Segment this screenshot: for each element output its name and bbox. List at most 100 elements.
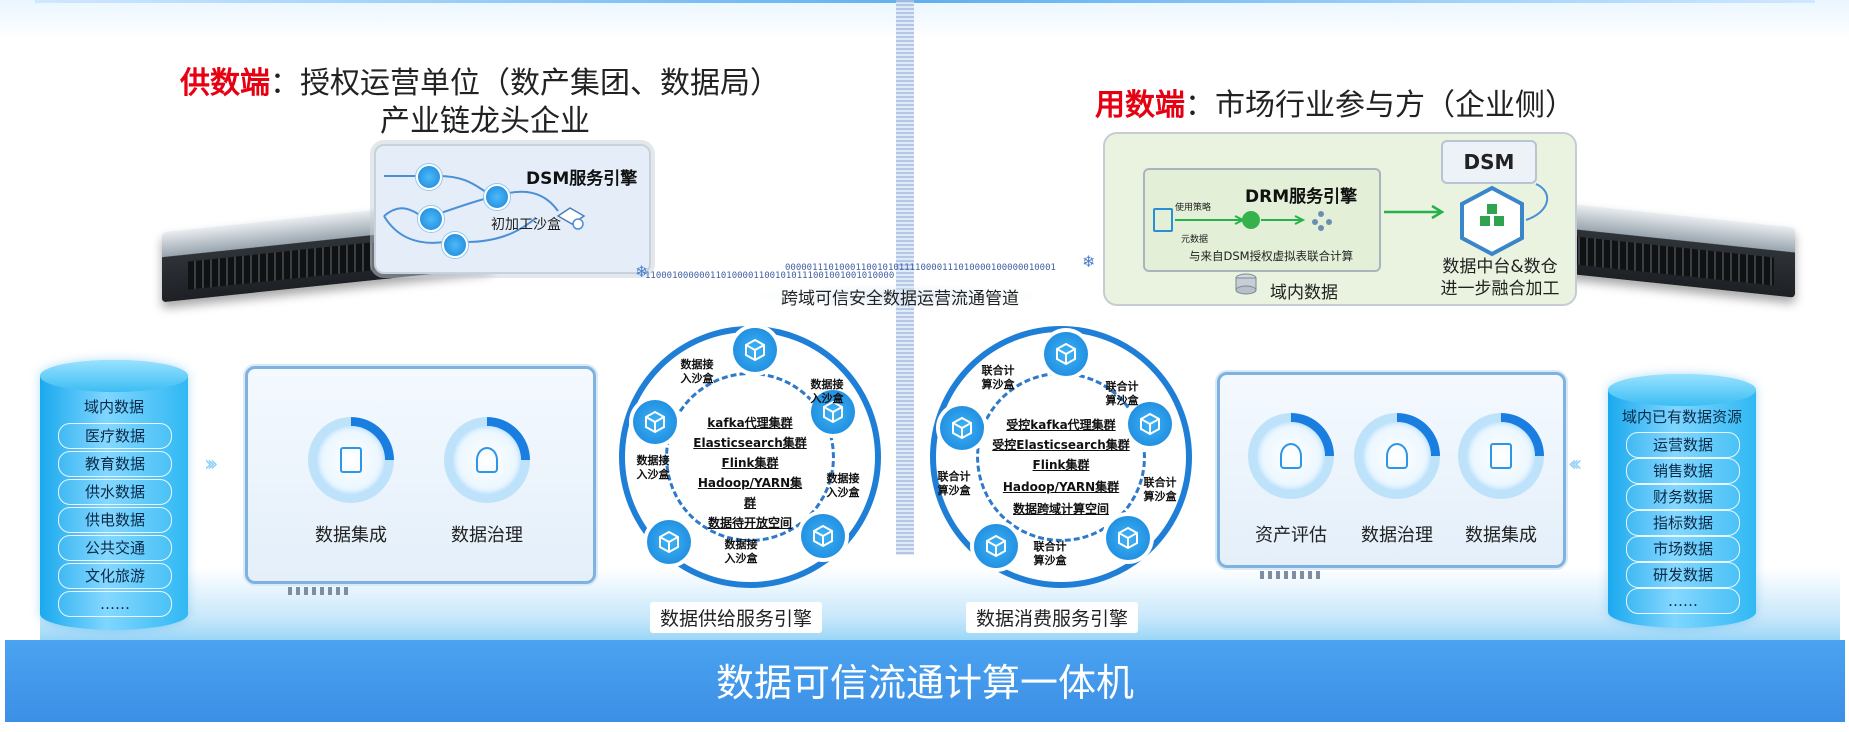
cluster-label: 数据跨域计算空间 [1012,502,1109,516]
sandbox-label: 数据接入沙盒 [680,358,714,385]
green-arrow [1384,204,1445,220]
chevron-right-icon: ››› [204,452,219,477]
dsm-panel-title: DSM服务引擎 [526,169,638,189]
dsm-badge: DSM [1441,140,1537,184]
sandbox-label: 数据接入沙盒 [724,538,758,565]
cluster-label: 受控Elasticsearch集群 [992,438,1130,452]
left-card-label: 数据治理 [451,525,523,546]
binary-stream-left: 1100010000001101000011001010111001001001… [645,271,895,281]
cube-icon [1128,402,1172,446]
top-glow [0,0,1849,40]
right-database-cylinder: 域内已有数据资源 运营数据 销售数据 财务数据 指标数据 市场数据 研发数据 …… [1608,374,1756,628]
right-db-title: 域内已有数据资源 [1621,408,1742,426]
top-border-line [35,0,1815,3]
policy-label: 使用策略 [1175,203,1212,213]
cube-icon [801,514,845,558]
lock-icon [1280,443,1302,469]
right-db-item: 销售数据 [1626,458,1740,484]
demand-label: 用数端 [1095,88,1185,123]
cluster-label: 群 [743,496,756,510]
data-governance-ring [1354,413,1440,499]
sandbox-label: 联合计算沙盒 [937,470,971,497]
sandbox-label: 联合计算沙盒 [1105,380,1139,407]
database-icon [1235,273,1257,295]
cube-icon [974,524,1018,568]
supply-line1: ：授权运营单位（数产集团、数据局） [270,66,780,101]
asset-evaluation-ring [1248,413,1334,499]
cube-icon [733,328,777,372]
cube-icon [811,390,855,434]
supply-heading: 供数端：授权运营单位（数产集团、数据局） [180,58,780,102]
data-platform-label: 数据中台&数仓 进一步融合加工 [1420,256,1580,300]
cluster-label: kafka代理集群 [707,416,793,430]
document-icon [340,447,362,473]
right-db-item: 指标数据 [1626,510,1740,536]
base-title: 数据可信流通计算一体机 [715,661,1134,705]
meta-label: 元数据 [1181,235,1209,245]
sandbox-label: 数据接入沙盒 [810,378,844,405]
cluster-label: Flink集群 [1032,458,1090,472]
platform-line1: 数据中台&数仓 [1442,257,1558,277]
sandbox-node-icon [418,206,444,232]
panel-stripe [1260,571,1320,579]
cluster-label: Hadoop/YARN集群 [1002,480,1120,494]
sandbox-node-icon [416,164,442,190]
left-db-item: 文化旅游 [58,563,172,589]
left-db-item: 供水数据 [58,479,172,505]
left-db-item: …… [58,591,172,617]
cube-icon [1106,516,1150,560]
center-divider [896,0,914,555]
cube-icon [647,520,691,564]
left-db-item: 公共交通 [58,535,172,561]
right-db-item: 市场数据 [1626,536,1740,562]
channel-label: 跨域可信安全数据运营流通管道 [781,289,1019,309]
sandbox-label: 数据接入沙盒 [826,472,860,499]
panel-stripe [288,587,348,595]
supply-label: 供数端 [180,66,270,101]
sandbox-label: 联合计算沙盒 [1033,540,1067,567]
drm-service-engine-box: DRM服务引擎 使用策略 元数据 与来自DSM授权虚拟表联合计算 [1143,168,1381,272]
data-governance-ring [444,417,530,503]
platform-line2: 进一步融合加工 [1440,279,1560,299]
lock-icon [476,447,498,473]
right-card-label: 数据集成 [1465,525,1537,546]
supply-engine-title: 数据供给服务引擎 [650,602,823,633]
consume-engine-circle: 联合计算沙盒 联合计算沙盒 联合计算沙盒 联合计算沙盒 联合计算沙盒 受控kaf… [930,326,1192,588]
right-cards-panel: 资产评估 数据治理 数据集成 [1217,372,1566,579]
supply-engine-circle: 数据接入沙盒 数据接入沙盒 数据接入沙盒 数据接入沙盒 数据接入沙盒 kafka… [619,326,881,588]
cluster-label: 受控kafka代理集群 [1006,418,1116,432]
binary-stream-right: 0000011101000110010101111000011101000010… [785,263,1056,273]
sandbox-node-icon [442,232,468,258]
demand-heading: 用数端：市场行业参与方（企业侧） [1095,80,1575,124]
cube-icon [940,406,984,450]
left-cards-panel: 数据集成 数据治理 [245,366,596,595]
dsm-panel-sub: 初加工沙盒 [491,217,561,233]
cube-icon [1044,332,1088,376]
database-gear-icon [556,207,586,230]
data-integration-ring [308,417,394,503]
cluster-label: Hadoop/YARN集 [697,476,803,490]
sandbox-node-icon [484,184,510,210]
left-db-title: 域内数据 [83,398,144,416]
right-db-item: …… [1626,588,1740,614]
cluster-label: 数据待开放空间 [707,516,792,530]
dsm-service-engine-panel: DSM服务引擎 初加工沙盒 [374,144,651,274]
supply-engine-dashed-ring [665,372,835,542]
sandbox-label: 数据接入沙盒 [636,454,670,481]
left-card-label: 数据集成 [315,525,387,546]
left-database-cylinder: 域内数据 医疗数据 教育数据 供水数据 供电数据 公共交通 文化旅游 …… [40,360,188,630]
document-icon [1153,208,1173,232]
right-db-item: 运营数据 [1626,432,1740,458]
drm-flow-arrows [1175,211,1332,231]
data-platform-icon [1460,183,1549,257]
right-card-label: 资产评估 [1255,525,1327,546]
chevron-left-icon: ‹‹‹ [1568,452,1583,477]
cube-icon [633,400,677,444]
lock-icon [1386,443,1408,469]
cluster-label: Flink集群 [721,456,779,470]
snowflake-icon: ❄ [1082,252,1096,271]
cluster-label: Elasticsearch集群 [693,436,807,450]
domain-data-label: 域内数据 [1270,283,1338,303]
right-card-label: 数据治理 [1361,525,1433,546]
demand-line1: ：市场行业参与方（企业侧） [1185,88,1575,123]
